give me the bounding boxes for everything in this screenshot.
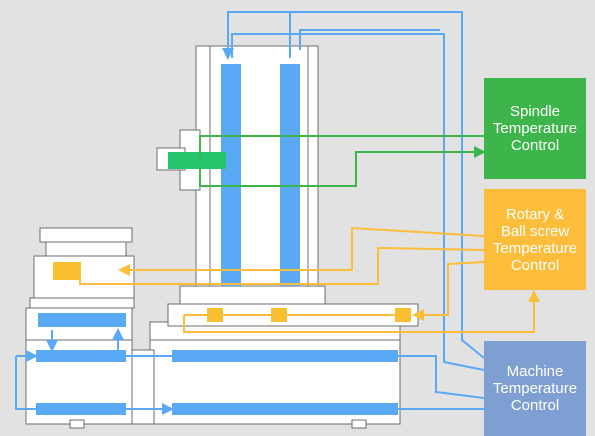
spindle-motor: [168, 152, 226, 169]
spindle-label-line-2: Temperature: [492, 120, 578, 137]
cabinet-channel-upper: [36, 350, 126, 362]
column-channel-left: [221, 64, 241, 286]
machine-label-line-1: Machine: [506, 363, 564, 380]
machine-temperature-control-box: Machine Temperature Control: [484, 341, 586, 436]
rotary-loop: [53, 226, 540, 333]
rotary-label-line-3: Temperature: [492, 239, 578, 257]
rotary-label-line-2: Ball screw: [500, 222, 570, 240]
machine-label-line-3: Control: [510, 397, 560, 414]
machine-label-line-2: Temperature: [492, 380, 578, 397]
base-channel-upper: [172, 350, 398, 362]
coolant-channels: [36, 64, 398, 415]
spindle-temperature-control-box: Spindle Temperature Control: [484, 78, 586, 179]
cabinet-channel-lower: [36, 403, 126, 415]
spindle-label-line-3: Control: [510, 137, 560, 154]
ballscrew-nut-right: [395, 308, 411, 322]
machine-piping: [15, 11, 485, 415]
rotary-neck: [45, 241, 127, 257]
spindle-label-line-1: Spindle: [509, 103, 561, 120]
spindle-loop: [168, 135, 486, 187]
rotary-label-line-4: Control: [510, 256, 560, 274]
rotary-label-line-1: Rotary &: [505, 205, 565, 223]
rotary-ballscrew-temperature-control-box: Rotary & Ball screw Temperature Control: [484, 189, 586, 290]
rotary-body: [33, 255, 135, 301]
rotary-motor: [53, 262, 81, 280]
column-rear-plate: [307, 45, 319, 305]
rotary-plate: [29, 297, 135, 309]
lower-gap: [131, 349, 155, 425]
rotary-top: [39, 227, 133, 243]
stand-channel: [38, 313, 126, 327]
column-channel-right: [280, 64, 300, 286]
foot-right: [351, 419, 367, 429]
foot-left: [69, 419, 85, 429]
column-base: [179, 285, 326, 305]
base-channel-lower: [172, 403, 398, 415]
